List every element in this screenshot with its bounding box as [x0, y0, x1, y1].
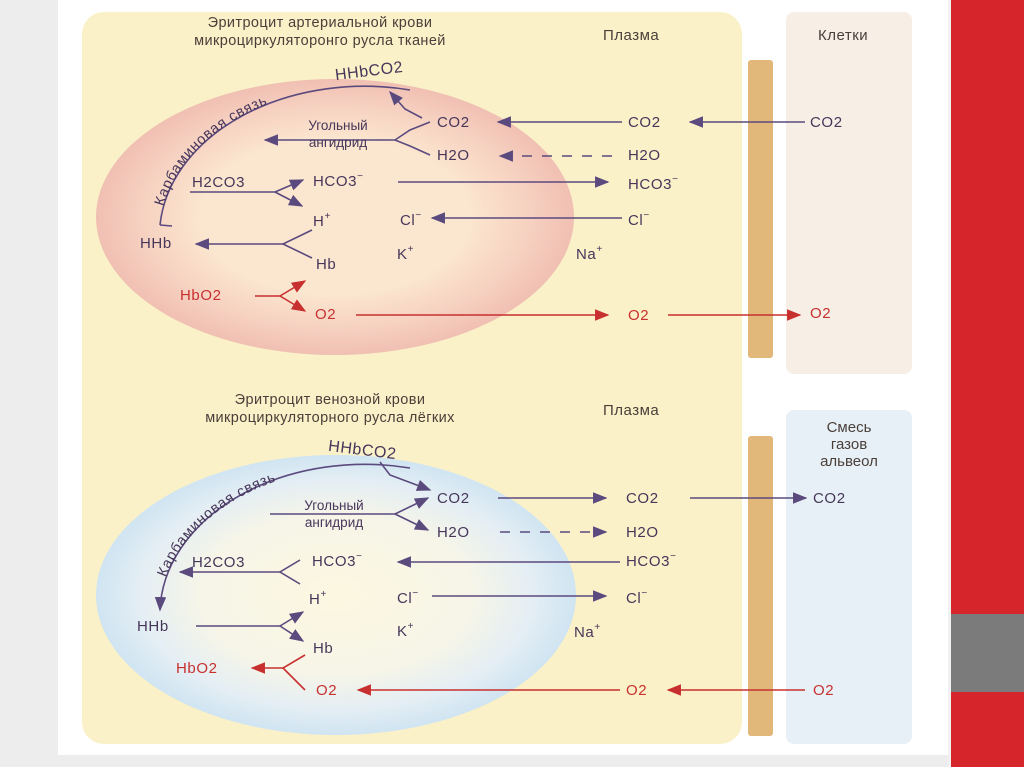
top-hbo2: HbO2 — [180, 287, 222, 304]
bottom-cl-plasma-charge: − — [641, 588, 648, 599]
side-accent-block — [948, 614, 1024, 692]
top-hco3-cell-formula: HCO3 — [313, 173, 358, 190]
bottom-enzyme: Угольный ангидрид — [274, 499, 394, 529]
top-na-plus-symbol: Na — [576, 246, 597, 263]
top-k-plus-symbol: K — [397, 246, 408, 263]
top-plasma-header: Плазма — [603, 27, 660, 44]
bottom-hb: Hb — [313, 640, 334, 657]
bottom-plasma-header: Плазма — [603, 402, 660, 419]
bottom-k-plus-symbol: K — [397, 623, 408, 640]
side-divider — [948, 0, 951, 767]
top-h-plus-charge: + — [324, 211, 331, 222]
bottom-co2-alveolar: CO2 — [813, 490, 846, 507]
top-hco3-cell: HCO3− — [313, 171, 364, 190]
top-co2-plasma: CO2 — [628, 114, 661, 131]
top-o2-cell: O2 — [315, 306, 337, 323]
bottom-enzyme-line2: ангидрид — [304, 514, 364, 530]
top-title-line2: микроциркуляторонго русла тканей — [194, 32, 446, 49]
bottom-h2co3: H2CO3 — [192, 554, 246, 571]
bottom-cl-cell-charge: − — [412, 588, 419, 599]
top-enzyme-line2: ангидрид — [308, 134, 368, 150]
bottom-hbo2: HbO2 — [176, 660, 218, 677]
bottom-co2-cell: CO2 — [437, 490, 470, 507]
bottom-h2o-cell: H2O — [437, 524, 470, 541]
bottom-k-plus-charge: + — [407, 621, 415, 632]
bottom-title-line2: микроциркуляторного русла лёгких — [205, 409, 455, 426]
alveolar-header-line3: альвеол — [820, 453, 878, 470]
bottom-cl-cell: Cl− — [397, 588, 419, 607]
bottom-o2-cell: O2 — [316, 682, 338, 699]
top-hco3-cell-charge: − — [357, 171, 364, 182]
bottom-h-plus-charge: + — [320, 589, 327, 600]
top-co2-cells: CO2 — [810, 114, 843, 131]
top-h2o-cell: H2O — [437, 147, 470, 164]
cells-header: Клетки — [818, 27, 869, 44]
top-title: Эритроцит артериальной крови микроциркул… — [110, 16, 530, 48]
bottom-na-plus-charge: + — [594, 622, 601, 633]
top-enzyme-line1: Угольный — [308, 118, 368, 133]
capillary-wall-bottom — [748, 436, 773, 736]
top-enzyme: Угольный ангидрид — [278, 119, 398, 149]
top-hco3-plasma-formula: HCO3 — [628, 176, 673, 193]
alveolar-header: Смесь газов альвеол — [790, 420, 908, 469]
top-cl-cell-charge: − — [415, 210, 422, 221]
alveolar-gas-region — [786, 410, 912, 744]
top-hb: Hb — [316, 256, 337, 273]
bottom-o2-plasma: O2 — [626, 682, 648, 699]
top-cl-cell: Cl− — [400, 210, 422, 229]
bottom-hco3-plasma: HCO3− — [626, 551, 677, 570]
top-na-plus: Na+ — [576, 244, 603, 263]
bottom-k-plus: K+ — [397, 621, 415, 640]
bottom-co2-plasma: CO2 — [626, 490, 659, 507]
bottom-hco3-plasma-formula: HCO3 — [626, 553, 671, 570]
top-na-plus-charge: + — [596, 244, 603, 255]
bottom-cl-plasma: Cl− — [626, 588, 648, 607]
bottom-hhb: HHb — [137, 618, 169, 635]
top-title-line1: Эритроцит артериальной крови — [207, 15, 433, 31]
top-hco3-plasma: HCO3− — [628, 174, 679, 193]
top-k-plus-charge: + — [407, 244, 415, 255]
bottom-hco3-cell-formula: HCO3 — [312, 553, 357, 570]
top-h-plus-symbol: H — [313, 213, 325, 230]
top-cl-plasma: Cl− — [628, 210, 650, 229]
bottom-h2o-plasma: H2O — [626, 524, 659, 541]
top-h-plus: H+ — [313, 211, 331, 230]
top-o2-plasma: O2 — [628, 307, 650, 324]
top-hco3-plasma-charge: − — [672, 174, 679, 185]
bottom-h-plus-symbol: H — [309, 591, 321, 608]
top-hhb: HHb — [140, 235, 172, 252]
bottom-cl-plasma-symbol: Cl — [626, 590, 642, 607]
bottom-o2-alveolar: O2 — [813, 682, 835, 699]
bottom-hco3-cell-charge: − — [356, 551, 363, 562]
bottom-hco3-plasma-charge: − — [670, 551, 677, 562]
capillary-wall-top — [748, 60, 773, 358]
top-cl-cell-symbol: Cl — [400, 212, 416, 229]
top-h2o-plasma: H2O — [628, 147, 661, 164]
tissue-cells-region — [786, 12, 912, 374]
top-cl-plasma-symbol: Cl — [628, 212, 644, 229]
bottom-title: Эритроцит венозной крови микроциркулятор… — [110, 393, 550, 425]
top-cl-plasma-charge: − — [643, 210, 650, 221]
bottom-cl-cell-symbol: Cl — [397, 590, 413, 607]
top-h2co3: H2CO3 — [192, 174, 246, 191]
top-k-plus: K+ — [397, 244, 415, 263]
bottom-na-plus: Na+ — [574, 622, 601, 641]
bottom-title-line1: Эритроцит венозной крови — [234, 392, 426, 408]
bottom-hco3-cell: HCO3− — [312, 551, 363, 570]
alveolar-header-line2: газов — [830, 436, 868, 453]
top-o2-cells: O2 — [810, 305, 832, 322]
top-co2-cell: CO2 — [437, 114, 470, 131]
bottom-na-plus-symbol: Na — [574, 624, 595, 641]
bottom-enzyme-line1: Угольный — [304, 498, 364, 513]
bottom-h-plus: H+ — [309, 589, 327, 608]
alveolar-header-line1: Смесь — [826, 419, 872, 436]
